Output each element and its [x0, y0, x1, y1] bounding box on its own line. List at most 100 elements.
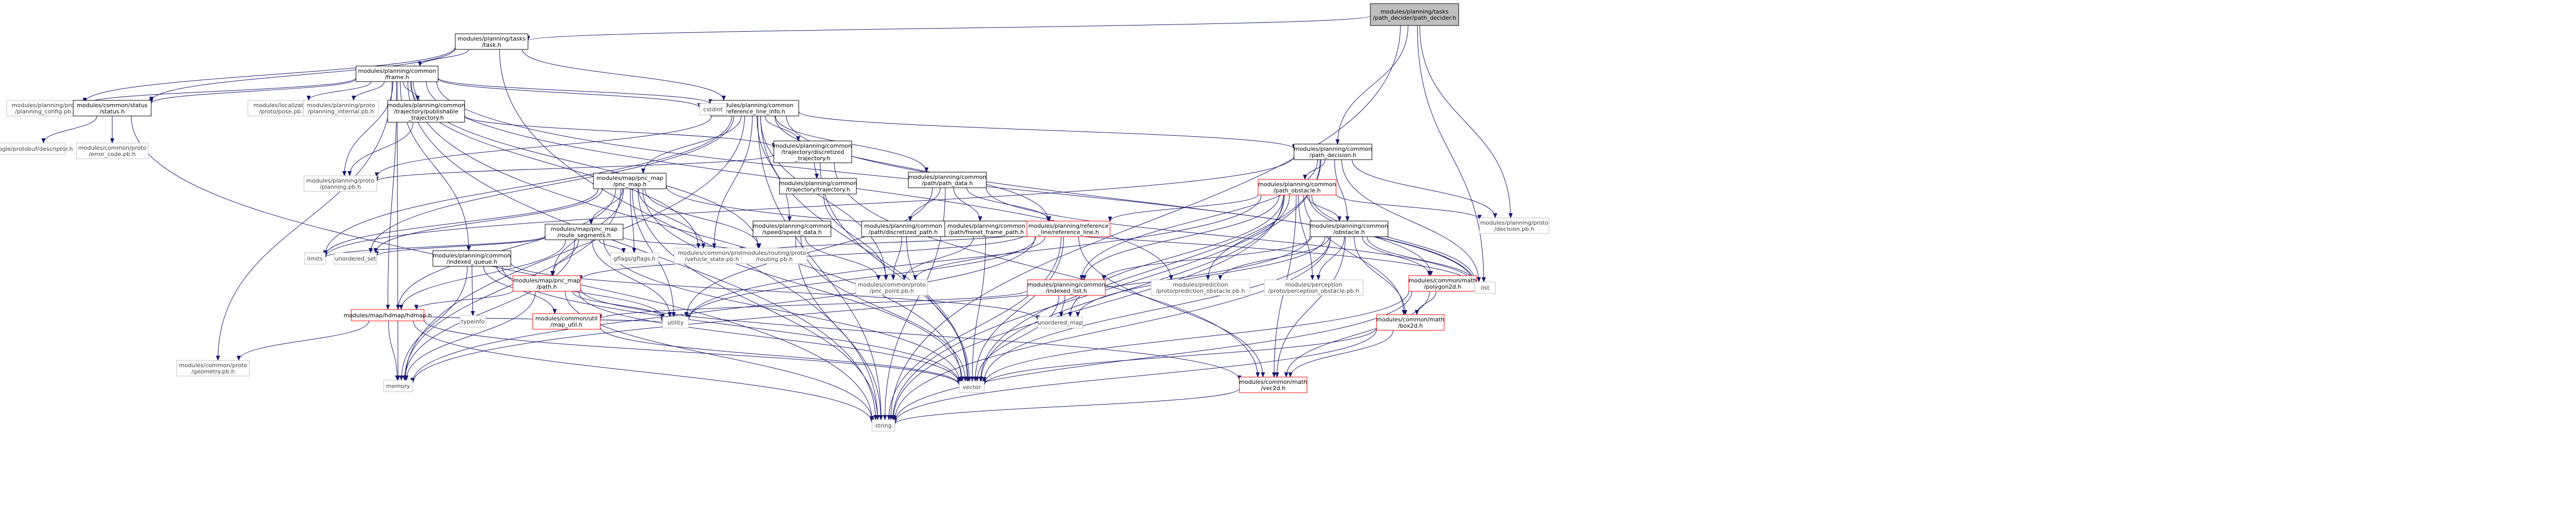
- header-node-disc-path[interactable]: modules/planning/common/path/discretized…: [861, 221, 945, 237]
- header-node-pnc-point[interactable]: modules/common/proto/pnc_point.pb.h: [855, 279, 928, 296]
- include-edge-frame-to-cstdint: [438, 78, 702, 109]
- node-box: [1037, 316, 1083, 329]
- include-edge-obstacle-to-box2d: [1354, 236, 1408, 315]
- header-node-prediction-obstacle[interactable]: modules/prediction/proto/prediction_obst…: [1151, 279, 1250, 296]
- header-node-indexed-list[interactable]: modules/planning/common/indexed_list.h: [1027, 279, 1106, 296]
- node-label-line: list: [1481, 284, 1490, 291]
- header-node-path-data[interactable]: modules/planning/common/path/path_data.h: [908, 172, 987, 188]
- header-node-pnc-map[interactable]: modules/map/pnc_map/pnc_map.h: [593, 173, 667, 189]
- include-edge-obstacle-to-vector: [982, 236, 1331, 382]
- header-node-frenet-path[interactable]: modules/planning/common/path/frenet_fram…: [944, 221, 1028, 237]
- include-edge-ref_line-to-memory: [411, 236, 1036, 383]
- include-edge-pnc_map-to-routing_pb: [644, 188, 761, 249]
- header-node-task[interactable]: modules/planning/tasks/task.h: [455, 33, 529, 50]
- node-box: [855, 279, 928, 296]
- node-label-line: modules/planning/reference: [1028, 223, 1109, 229]
- header-node-vector[interactable]: vector: [959, 381, 985, 393]
- node-label-line: /path/frenet_frame_path.h: [949, 229, 1024, 236]
- header-node-traj-pb[interactable]: modules/planning/common/trajectory/traje…: [779, 178, 857, 195]
- node-label-line: modules/planning/tasks: [1381, 8, 1449, 15]
- include-edge-ref_line_info-to-list: [786, 115, 1477, 286]
- include-edge-hdmap-to-vector: [424, 319, 961, 386]
- header-node-box2d[interactable]: modules/common/math/box2d.h: [1376, 314, 1445, 331]
- node-label-line: modules/planning/common: [716, 102, 794, 109]
- header-node-cstdint[interactable]: cstdint: [699, 103, 727, 115]
- node-box: [610, 252, 659, 265]
- include-edge-indexed_list-to-unordered_map: [1059, 295, 1065, 317]
- header-node-disc-traj[interactable]: modules/planning/common/trajectory/discr…: [773, 140, 852, 163]
- header-node-string[interactable]: string: [871, 419, 895, 432]
- node-label-line: _trajectory.h: [408, 114, 444, 121]
- node-label-line: modules/common/math: [1376, 316, 1444, 323]
- edges-layer: [41, 16, 1513, 425]
- header-node-polygon2d[interactable]: modules/common/math/polygon2d.h: [1408, 275, 1477, 292]
- include-edge-path_obstacle-to-list: [1311, 195, 1477, 283]
- node-label-line: utility: [667, 319, 684, 326]
- header-node-vec2d[interactable]: modules/common/math/vec2d.h: [1239, 377, 1307, 393]
- include-edge-path_h-to-utility: [572, 291, 665, 319]
- header-node-path-obstacle[interactable]: modules/planning/common/path_obstacle.h: [1258, 179, 1337, 196]
- node-label-line: /pnc_point.pb.h: [869, 288, 914, 294]
- node-label-line: _line/reference_line.h: [1037, 229, 1099, 236]
- node-box: [779, 178, 857, 195]
- include-edge-speed_data-to-pnc_point: [805, 236, 881, 280]
- header-node-gflags[interactable]: gflags/gflags.h: [610, 252, 659, 265]
- header-node-frame[interactable]: modules/planning/common/frame.h: [355, 66, 439, 82]
- header-node-pub-traj[interactable]: modules/planning/common/trajectory/publi…: [387, 100, 465, 123]
- header-node-vehicle-state[interactable]: modules/common/proto/vehicle_state.pb.h: [673, 248, 750, 264]
- node-box: [532, 313, 601, 330]
- node-label-line: modules/planning/common: [433, 252, 511, 259]
- include-edge-box2d-to-vector: [982, 327, 1377, 386]
- header-node-obstacle[interactable]: modules/planning/common/obstacle.h: [1310, 221, 1389, 237]
- header-node-list[interactable]: list: [1474, 281, 1496, 294]
- include-edge-status-to-string: [131, 115, 874, 421]
- header-node-decision-pb[interactable]: modules/planning/proto/decision.pb.h: [1479, 217, 1550, 234]
- header-node-map-util[interactable]: modules/common/util/map_util.h: [532, 313, 601, 330]
- header-node-utility[interactable]: utility: [662, 316, 689, 329]
- header-node-limits[interactable]: limits: [304, 252, 326, 265]
- header-node-hdmap[interactable]: modules/map/hdmap/hdmap.h: [344, 309, 432, 321]
- header-node-unordered-set[interactable]: unordered_set: [334, 252, 377, 265]
- node-label-line: modules/routing/proto: [743, 250, 807, 256]
- header-node-error-code[interactable]: modules/common/proto/error_code.pb.h: [76, 143, 149, 159]
- header-node-memory[interactable]: memory: [383, 380, 413, 392]
- node-box: [459, 315, 486, 328]
- header-node-unordered-map[interactable]: unordered_map: [1037, 316, 1083, 329]
- include-edge-task-to-ref_line_info: [522, 49, 726, 101]
- node-label-line: cstdint: [703, 106, 723, 113]
- node-label-line: modules/planning/common: [908, 174, 986, 180]
- header-node-status[interactable]: modules/common/status/status.h: [73, 100, 152, 116]
- node-box: [176, 360, 250, 377]
- node-box: [1293, 144, 1372, 160]
- header-node-planning-internal[interactable]: modules/planning/proto/planning_internal…: [303, 100, 379, 116]
- node-box: [1376, 314, 1445, 331]
- include-edge-speed_data-to-string: [795, 236, 883, 420]
- header-node-path-h[interactable]: modules/map/pnc_map/path.h: [512, 275, 581, 292]
- node-label-line: modules/common/proto: [179, 362, 247, 369]
- include-edge-obstacle-to-perception_obstacle: [1316, 236, 1345, 280]
- header-node-path-decision[interactable]: modules/planning/common/path_decision.h: [1293, 144, 1372, 160]
- header-node-ref-line[interactable]: modules/planning/reference_line/referenc…: [1026, 221, 1111, 237]
- header-node-route-segments[interactable]: modules/map/pnc_map/route_segments.h: [545, 224, 624, 240]
- header-node-routing-pb[interactable]: modules/routing/proto/routing.pb.h: [741, 248, 808, 264]
- node-label-line: modules/map/pnc_map: [551, 226, 618, 232]
- node-box: [545, 224, 624, 240]
- include-edge-indexed_queue-to-utility: [496, 266, 665, 319]
- node-label-line: modules/map/pnc_map: [597, 175, 664, 182]
- header-node-planning-pb[interactable]: modules/planning/proto/planning.pb.h: [303, 175, 377, 192]
- header-node-ref-line-info[interactable]: modules/planning/common/reference_line_i…: [710, 100, 799, 116]
- header-node-speed-data[interactable]: modules/planning/common/speed/speed_data…: [752, 221, 831, 237]
- node-label-line: /speed/speed_data.h: [762, 229, 822, 236]
- header-node-planning-config[interactable]: modules/planning/proto/planning_config.p…: [6, 100, 85, 116]
- node-label-line: modules/common/proto: [678, 250, 746, 256]
- node-label-line: /planning_internal.pb.h: [308, 108, 374, 115]
- header-node-typeinfo[interactable]: typeinfo: [459, 315, 486, 328]
- include-edge-polygon2d-to-box2d: [1415, 291, 1437, 315]
- header-node-geometry-pb[interactable]: modules/common/proto/geometry.pb.h: [176, 360, 250, 377]
- header-node-indexed-queue[interactable]: modules/planning/common/indexed_queue.h: [432, 250, 511, 267]
- node-label-line: modules/perception: [1285, 281, 1342, 288]
- include-edge-obstacle-to-memory: [411, 235, 1311, 384]
- header-node-perception-obstacle[interactable]: modules/perception/proto/perception_obst…: [1264, 279, 1364, 296]
- node-label-line: memory: [386, 383, 410, 390]
- header-node-descriptor[interactable]: google/protobuf/descriptor.h: [0, 143, 73, 155]
